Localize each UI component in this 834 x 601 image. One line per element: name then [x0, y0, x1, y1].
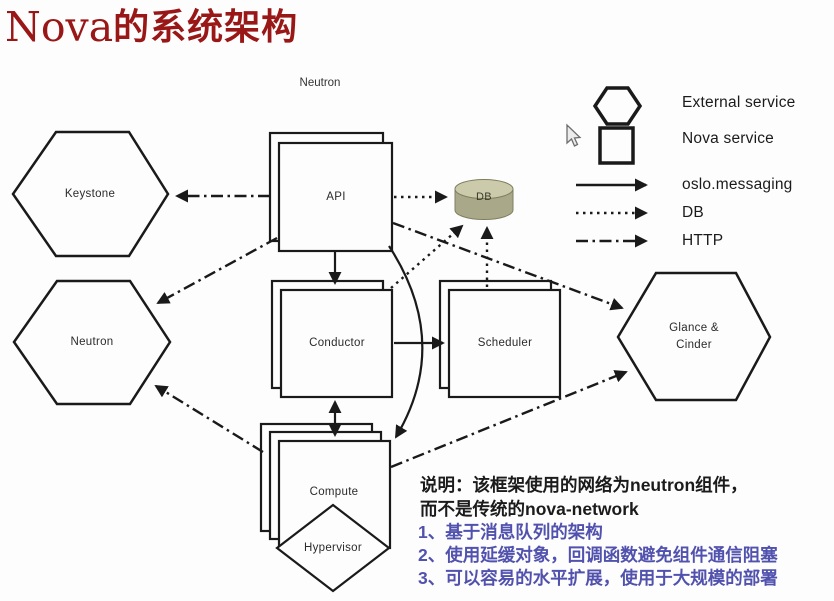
- note-item-3: 3、可以容易的水平扩展，使用于大规模的部署: [418, 568, 778, 588]
- glance-label-line1: Glance &: [669, 322, 719, 334]
- note-line-2: 而不是传统的nova-network: [420, 499, 639, 519]
- top-neutron-label: Neutron: [299, 77, 341, 89]
- scheduler-box: [438, 279, 562, 399]
- legend-external-service-label: External service: [682, 94, 796, 111]
- title-latin: Nova: [5, 3, 114, 51]
- conn-conductor-db: [390, 224, 464, 289]
- conductor-label: Conductor: [309, 337, 365, 349]
- api-label: API: [326, 191, 346, 203]
- glance-cinder-label: Glance & Cinder: [669, 320, 719, 354]
- note-line-1: 说明：该框架使用的网络为neutron组件，: [420, 475, 748, 495]
- neutron-hexagon: [12, 279, 172, 406]
- conductor-box: [270, 279, 394, 399]
- legend-hexagon-icon: [592, 86, 643, 126]
- page-title: Nova的系统架构: [5, 0, 298, 51]
- legend-http-label: HTTP: [682, 232, 724, 249]
- title-cjk: 的系统架构: [113, 6, 299, 47]
- note-item-2: 2、使用延缓对象，回调函数避免组件通信阻塞: [418, 545, 778, 565]
- glance-cinder-hexagon: [616, 271, 772, 402]
- hypervisor-diamond: [275, 503, 391, 593]
- conn-compute-neutron-http: [154, 384, 264, 454]
- scheduler-label: Scheduler: [477, 337, 533, 349]
- glance-label-line2: Cinder: [676, 339, 712, 351]
- conn-api-neutron-http: [156, 236, 278, 305]
- conn-api-compute-curve: [388, 245, 424, 439]
- mouse-cursor-icon: [566, 123, 582, 147]
- keystone-label: Keystone: [64, 188, 116, 200]
- keystone-hexagon: [11, 130, 170, 258]
- legend-nova-service-label: Nova service: [682, 130, 774, 147]
- legend-oslo-messaging-label: oslo.messaging: [682, 176, 793, 193]
- compute-label: Compute: [309, 486, 359, 498]
- conn-api-glance-http: [392, 221, 624, 311]
- legend-db-label: DB: [682, 204, 704, 221]
- api-box: [268, 131, 394, 253]
- conn-compute-glance-http: [390, 370, 628, 469]
- neutron-label: Neutron: [70, 336, 114, 348]
- db-label: DB: [476, 191, 492, 203]
- legend-square-icon: [598, 126, 635, 165]
- db-cylinder: [454, 179, 514, 220]
- hypervisor-label: Hypervisor: [304, 542, 362, 554]
- note-item-1: 1、基于消息队列的架构: [418, 522, 603, 542]
